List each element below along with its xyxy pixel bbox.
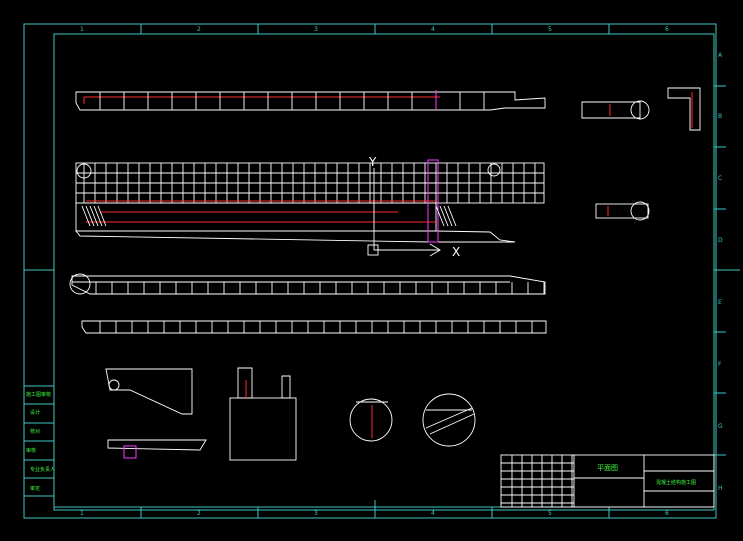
drawing-line bbox=[443, 205, 453, 227]
col-label-bottom-6: 6 bbox=[665, 510, 669, 517]
elevation-view-top bbox=[75, 90, 546, 111]
detail-view-upper-right bbox=[581, 87, 701, 131]
col-label-top-4: 4 bbox=[431, 26, 435, 33]
row-label-e: E bbox=[718, 299, 722, 306]
elevation-view-middle bbox=[69, 273, 546, 295]
col-label-top-3: 3 bbox=[314, 26, 318, 33]
side-table-row-1: 施工图审核 bbox=[26, 391, 51, 398]
drawing-line bbox=[439, 205, 449, 227]
row-label-d: D bbox=[718, 237, 723, 244]
round-section-2 bbox=[422, 393, 476, 447]
axis-y-label: Y bbox=[368, 155, 377, 169]
drawing-line bbox=[81, 205, 91, 227]
detail-callout-circle bbox=[76, 163, 92, 179]
col-label-top-1: 1 bbox=[80, 26, 84, 33]
col-label-bottom-3: 3 bbox=[314, 510, 318, 517]
bracket-detail bbox=[105, 368, 207, 459]
col-label-top-6: 6 bbox=[665, 26, 669, 33]
axis-x-label: X bbox=[452, 245, 460, 259]
left-side-table: 施工图审核 设计 校对 审核 专业负责人 审定 bbox=[23, 385, 55, 497]
col-label-top-5: 5 bbox=[548, 26, 552, 33]
drawing-line bbox=[85, 205, 95, 227]
inner-frame bbox=[53, 33, 715, 511]
col-label-bottom-1: 1 bbox=[80, 510, 84, 517]
row-label-c: C bbox=[718, 175, 722, 182]
row-label-a: A bbox=[718, 52, 723, 59]
drawing-line bbox=[97, 205, 107, 227]
side-table-row-4: 审核 bbox=[26, 447, 36, 454]
side-table-row-3: 校对 bbox=[30, 428, 40, 435]
round-section-1 bbox=[349, 398, 393, 442]
top-column-ruler: 1 2 3 4 5 6 bbox=[80, 24, 669, 34]
column-section-detail bbox=[229, 367, 297, 461]
detail-view-right-middle bbox=[595, 201, 650, 221]
ucs-axis-icon: Y X bbox=[367, 155, 460, 259]
row-label-f: F bbox=[718, 361, 722, 368]
side-table-row-5: 专业负责人 bbox=[30, 466, 55, 473]
side-table-row-6: 审定 bbox=[30, 485, 40, 492]
side-table-row-2: 设计 bbox=[30, 409, 40, 416]
title-block: 平面图 混凝土结构施工图 bbox=[500, 454, 715, 508]
row-ruler: A B C D E F G H bbox=[24, 52, 740, 518]
section-strip bbox=[81, 320, 547, 334]
title-project-name: 混凝土结构施工图 bbox=[656, 479, 696, 486]
col-label-bottom-2: 2 bbox=[197, 510, 201, 517]
col-label-top-2: 2 bbox=[197, 26, 201, 33]
drawing-line bbox=[435, 205, 445, 227]
outer-frame bbox=[23, 23, 717, 519]
title-drawing-name: 平面图 bbox=[597, 464, 618, 472]
row-label-b: B bbox=[718, 113, 722, 120]
col-label-bottom-5: 5 bbox=[548, 510, 552, 517]
row-label-g: G bbox=[718, 423, 723, 430]
plan-view bbox=[75, 159, 545, 243]
drawing-line bbox=[93, 205, 103, 227]
drawing-line bbox=[447, 205, 457, 227]
row-label-h: H bbox=[718, 485, 723, 492]
col-label-bottom-4: 4 bbox=[431, 510, 435, 517]
drawing-line bbox=[89, 205, 99, 227]
